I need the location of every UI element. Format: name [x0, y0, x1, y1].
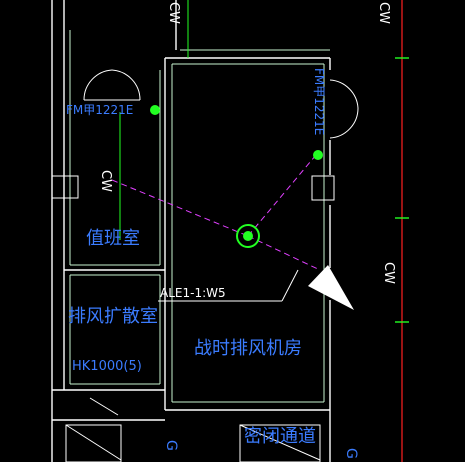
door-right-node-icon[interactable]: [313, 150, 323, 160]
wall-lines: [51, 0, 331, 462]
door-left-node-icon[interactable]: [150, 105, 160, 115]
cw-tag-right-mid: CW: [381, 262, 396, 284]
circle-target-icon[interactable]: [236, 224, 260, 248]
wall-stubs: [51, 175, 335, 201]
room-exhaust-expansion: 排风扩散室: [68, 306, 158, 327]
fan-label[interactable]: ALE1-1:W5: [160, 286, 226, 300]
bottom-left-partial-label: G: [163, 440, 179, 451]
cw-leaders: [119, 0, 189, 240]
door-left-swing: [83, 69, 141, 101]
bottom-right-partial-label: G: [343, 448, 359, 459]
direction-arrow-icon: [308, 265, 354, 310]
room-wartime-exhaust-fan: 战时排风机房: [194, 338, 302, 359]
cw-tag-left-mid: CW: [98, 170, 113, 192]
door-left-label: FM甲1221E: [66, 103, 134, 117]
cw-tag-top-right: CW: [376, 2, 391, 24]
room-duty: 值班室: [86, 228, 140, 249]
door-right-label: FM甲1221E: [312, 68, 326, 136]
bottom-details: [65, 397, 321, 462]
fan-label-leader: [158, 269, 299, 302]
door-right-swing: [329, 79, 359, 139]
cw-tag-top-left: CW: [166, 2, 181, 24]
axis-line: [395, 0, 409, 462]
dashed-links: [111, 154, 321, 271]
room-expansion-code: HK1000(5): [72, 359, 142, 374]
room-sealed-passage: 密闭通道: [244, 426, 316, 447]
inner-wall-lines: [69, 30, 330, 403]
